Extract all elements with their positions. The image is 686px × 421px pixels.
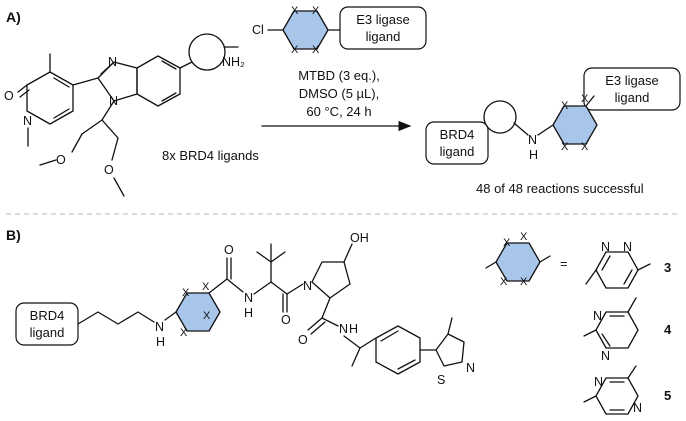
svg-text:X: X — [291, 5, 299, 17]
compound-5-pyrazine: N N — [583, 365, 642, 415]
protac-structure: BRD4 ligand N H X X X X O N H O N — [15, 231, 475, 387]
svg-text:X: X — [312, 5, 320, 17]
amide-3-nitrogen: N — [339, 322, 348, 336]
reagent-e3-ligase-box — [339, 6, 427, 50]
success-result: 48 of 48 reactions successful — [476, 181, 644, 196]
brd4-ligand-structure: O N N N NH₂ O O — [4, 33, 245, 197]
cpd4-n1: N — [593, 309, 602, 323]
product-structure: E3 ligase ligand BRD4 ligand N H X X X X — [425, 67, 681, 165]
pyridone-oxygen: O — [4, 89, 14, 103]
product-e3-box-line-2: ligand — [615, 90, 650, 105]
svg-text:X: X — [561, 100, 569, 112]
ring-x-1: X — [503, 237, 511, 249]
reagent-box-line-1: E3 ligase — [356, 12, 409, 27]
product-amine-n: N — [528, 133, 537, 147]
compound-3-pyridazine: N N — [585, 240, 651, 289]
linker-amine-h: H — [156, 335, 165, 349]
amine-group: NH₂ — [222, 55, 245, 69]
ring-x-3: X — [500, 276, 508, 288]
compound-number-5: 5 — [664, 388, 671, 403]
product-brd4-box — [425, 121, 489, 165]
reagent-chloroarene: Cl X X X X E3 ligase ligand — [252, 5, 427, 56]
cpd5-n1: N — [594, 375, 603, 389]
equals-sign: = — [560, 256, 568, 271]
product-amine-h: H — [529, 148, 538, 162]
compound-4-pyrimidine: N N — [583, 297, 639, 363]
amide-1-hydrogen: H — [244, 306, 253, 320]
compound-number-3: 3 — [664, 260, 671, 275]
linker-amine-n: N — [155, 320, 164, 334]
ring-x-2: X — [520, 231, 528, 243]
pyrrolidine-nitrogen: N — [303, 279, 312, 293]
condition-line-2: DMSO (5 µL), — [299, 86, 379, 101]
amide-1-oxygen: O — [224, 243, 234, 257]
svg-text:X: X — [182, 287, 190, 299]
svg-text:X: X — [202, 281, 210, 293]
methoxy-oxygen-2: O — [104, 163, 114, 177]
ligand-caption: 8x BRD4 ligands — [162, 148, 259, 163]
compound-number-4: 4 — [664, 322, 672, 337]
pyridone-nitrogen: N — [23, 114, 32, 128]
reagent-box-line-2: ligand — [366, 29, 401, 44]
methoxy-oxygen-1: O — [56, 153, 66, 167]
svg-text:X: X — [180, 327, 188, 339]
amide-1-nitrogen: N — [244, 291, 253, 305]
hydroxyl-group: OH — [350, 231, 369, 245]
ring-x-4: X — [520, 276, 528, 288]
thiazole-nitrogen: N — [466, 361, 475, 375]
product-e3-box-line-1: E3 ligase — [605, 73, 658, 88]
svg-text:X: X — [581, 93, 589, 105]
protac-brd4-box-line-2: ligand — [30, 325, 65, 340]
product-brd4-box-line-1: BRD4 — [440, 127, 475, 142]
panel-b-label: B) — [6, 227, 21, 243]
thiazole-sulfur: S — [437, 373, 445, 387]
benzimidazole-n3: N — [108, 55, 117, 69]
svg-text:X: X — [561, 141, 569, 153]
svg-text:X: X — [312, 44, 320, 56]
amide-3-oxygen: O — [298, 333, 308, 347]
svg-text:X: X — [203, 310, 211, 322]
cpd5-n2: N — [633, 401, 642, 415]
reaction-conditions: MTBD (3 eq.), DMSO (5 µL), 60 °C, 24 h — [298, 68, 380, 119]
svg-text:X: X — [581, 141, 589, 153]
amide-2-oxygen: O — [281, 313, 291, 327]
product-e3-ligase-box — [583, 67, 681, 111]
cpd3-n2: N — [623, 240, 632, 254]
protac-brd4-box-line-1: BRD4 — [30, 308, 65, 323]
panel-a-label: A) — [6, 9, 21, 25]
condition-line-3: 60 °C, 24 h — [306, 104, 371, 119]
product-brd4-box-line-2: ligand — [440, 144, 475, 159]
amide-3-hydrogen: H — [349, 322, 358, 336]
generic-ring-definition: X X X X = — [485, 231, 568, 288]
svg-text:X: X — [291, 44, 299, 56]
condition-line-1: MTBD (3 eq.), — [298, 68, 380, 83]
reagent-chlorine: Cl — [252, 23, 264, 37]
cpd3-n1: N — [601, 240, 610, 254]
cpd4-n2: N — [601, 349, 610, 363]
